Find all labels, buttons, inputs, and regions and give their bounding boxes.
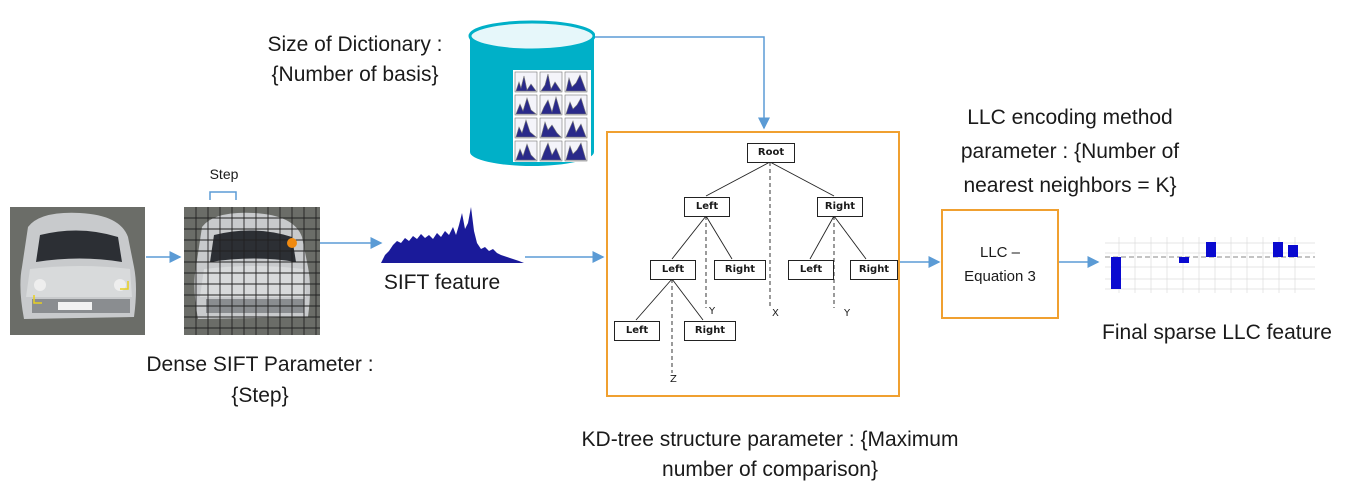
kd-axis-x: X bbox=[772, 308, 779, 319]
dense-sift-title: Dense SIFT Parameter : bbox=[146, 353, 374, 376]
kd-node-right-right: Right bbox=[850, 260, 898, 280]
llc-equation-box: LLC – Equation 3 bbox=[941, 209, 1059, 319]
sparse-bar bbox=[1288, 245, 1298, 257]
dense-sift-subtitle: {Step} bbox=[231, 384, 289, 407]
kd-node-right: Right bbox=[817, 197, 863, 217]
llc-method-line1: LLC encoding method bbox=[967, 106, 1173, 129]
kd-axis-y1: Y bbox=[709, 306, 716, 317]
keypoint-dot bbox=[287, 238, 297, 248]
basis-histograms bbox=[513, 70, 591, 162]
dictionary-title: Size of Dictionary : bbox=[267, 33, 443, 56]
kd-tree-caption-line1: KD-tree structure parameter : {Maximum bbox=[581, 428, 959, 451]
kd-axis-y2: Y bbox=[844, 308, 851, 319]
sparse-bar bbox=[1179, 257, 1189, 263]
step-bracket bbox=[209, 191, 237, 200]
dense-grid-car-image bbox=[184, 207, 320, 335]
arrow-dictionary-to-kdtree bbox=[580, 36, 770, 130]
sparse-bar bbox=[1273, 242, 1283, 257]
dictionary-cylinder bbox=[468, 20, 595, 166]
llc-method-line2: parameter : {Number of bbox=[960, 140, 1180, 163]
dictionary-subtitle: {Number of basis} bbox=[271, 63, 439, 86]
kd-node-right-left: Left bbox=[788, 260, 834, 280]
llc-box-line2: Equation 3 bbox=[964, 268, 1036, 285]
kd-tree-caption-line2: number of comparison} bbox=[662, 458, 878, 481]
kd-node-left-right: Right bbox=[714, 260, 766, 280]
sparse-bar bbox=[1206, 242, 1216, 257]
llc-box-line1: LLC – bbox=[979, 244, 1021, 261]
kd-axis-z: Z bbox=[670, 374, 677, 385]
kd-node-left-left-left: Left bbox=[614, 321, 660, 341]
kd-tree-box bbox=[606, 131, 900, 397]
sift-feature-label: SIFT feature bbox=[383, 271, 501, 294]
kd-node-left-left-right: Right bbox=[684, 321, 736, 341]
sparse-bar bbox=[1111, 257, 1121, 289]
kd-node-root: Root bbox=[747, 143, 795, 163]
kd-node-left-left: Left bbox=[650, 260, 696, 280]
kd-tree-edges bbox=[635, 161, 867, 373]
step-label: Step bbox=[209, 166, 239, 182]
kd-node-left: Left bbox=[684, 197, 730, 217]
sift-histogram bbox=[381, 207, 524, 263]
car-image bbox=[10, 207, 145, 335]
sparse-llc-feature-chart bbox=[1105, 237, 1315, 293]
final-feature-label: Final sparse LLC feature bbox=[1102, 321, 1332, 344]
llc-method-line3: nearest neighbors = K} bbox=[963, 174, 1177, 197]
